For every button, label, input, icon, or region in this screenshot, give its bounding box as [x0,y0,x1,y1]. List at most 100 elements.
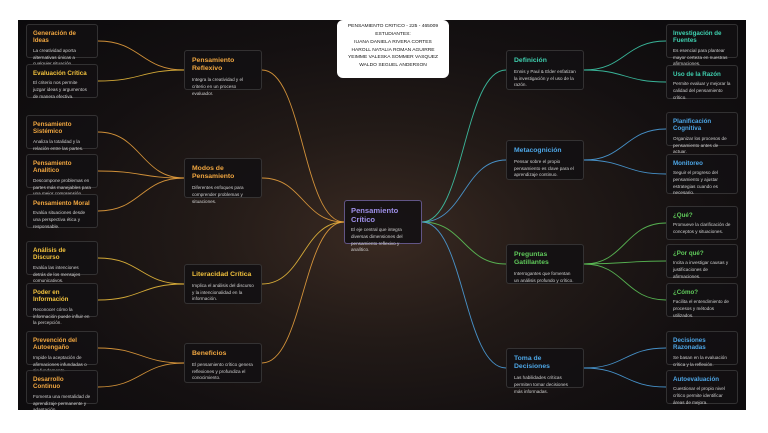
leaf-node-poder-en-informacion[interactable]: Poder en Información Reconocer cómo la i… [26,283,98,325]
node-title: Evaluación Crítica [33,70,87,77]
leaf-node-pensamiento-sistemico[interactable]: Pensamiento Sistémico Analiza la totalid… [26,115,98,151]
node-title: ¿Por qué? [673,250,704,257]
leaf-node-por-que[interactable]: ¿Por qué? Incita a investigar causas y j… [666,244,738,279]
node-title: Preguntas Gatillantes [514,251,549,267]
node-title: Pensamiento Moral [33,200,90,207]
link-center-toma [421,221,507,369]
link-definicion-uso [583,69,667,83]
node-description: Interrogantes que fomentan un análisis p… [514,271,574,283]
node-title: Toma de Decisiones [514,355,550,371]
link-center-preguntas [421,221,507,265]
node-description: Fomenta una mentalidad de aprendizaje pe… [33,393,91,410]
student-name: HAROLL NATALIA ROMAN AGUIRRE [351,47,435,53]
node-description: Organizar los procesos de pensamiento an… [673,135,727,155]
node-description: El pensamiento crítico genera reflexione… [192,362,253,381]
student-name: WALDO SEGUEL ANDERSON [359,63,427,69]
link-literacidad-analisis [97,257,185,285]
link-center-metacognicion [421,159,507,223]
branch-node-definicion[interactable]: Definición Ennis y Paul & Elder enfatiza… [506,50,584,90]
mind-map-canvas: PENSAMIENTO CRITICO - 225 - 465009 ESTUD… [18,20,746,410]
node-title: ¿Cómo? [673,289,699,296]
link-modos-moral [97,177,185,212]
leaf-node-autoevaluacion[interactable]: Autoevaluación Cuestionar el propio nive… [666,370,738,405]
leaf-node-generacion-de-ideas[interactable]: Generación de Ideas La creatividad aport… [26,24,98,66]
node-description: Es esencial para plantear mayor certeza … [673,47,728,67]
node-description: Evalúa situaciones desde una perspectiva… [33,210,86,229]
leaf-node-que[interactable]: ¿Qué? Promueve la clarificación de conce… [666,206,738,240]
branch-node-metacognicion[interactable]: Metacognición Pensar sobre el propio pen… [506,140,584,180]
node-description: Implica el análisis del discurso y la in… [192,283,254,302]
branch-node-preguntas-gatillantes[interactable]: Preguntas Gatillantes Interrogantes que … [506,244,584,284]
node-title: Decisiones Razonadas [673,337,706,352]
node-title: Planificación Cognitiva [673,118,712,133]
node-description: Incita a investigar causas y justificaci… [673,260,729,279]
node-description: Pensar sobre el propio pensamiento es cl… [514,159,574,178]
node-description: Ennis y Paul & Elder enfatizan la invest… [514,69,576,88]
link-preguntas-como [583,263,667,301]
node-title: Beneficios [192,350,227,357]
students-label: ESTUDIANTES: [375,31,411,37]
leaf-node-analisis-de-discurso[interactable]: Análisis de Discurso Evalúa las intencio… [26,241,98,283]
branch-node-modos-de-pensamiento[interactable]: Modos de Pensamiento Diferentes enfoques… [184,158,262,204]
node-title: Literacidad Crítica [192,271,252,278]
node-title: Análisis de Discurso [33,247,66,262]
node-title: Monitoreo [673,160,703,167]
node-title: Pensamiento Analítico [33,160,72,175]
leaf-node-decisiones-razonadas[interactable]: Decisiones Razonadas Se basan en la eval… [666,331,738,367]
link-beneficios-desarrollo [97,362,185,388]
branch-node-literacidad-critica[interactable]: Literacidad Crítica Implica el análisis … [184,264,262,304]
leaf-node-uso-de-la-razon[interactable]: Uso de la Razón Permite evaluar y mejora… [666,65,738,100]
node-description: Evalúa las intenciones detrás de los men… [33,264,81,284]
link-center-modos [261,177,345,223]
node-title: Modos de Pensamiento [192,165,235,181]
node-title: ¿Qué? [673,212,693,219]
node-description: Permite evaluar y mejorar la calidad del… [673,81,731,100]
link-reflexivo-generacion [97,40,185,71]
course-header: PENSAMIENTO CRITICO - 225 - 465009 ESTUD… [337,20,449,78]
leaf-node-pensamiento-analitico[interactable]: Pensamiento Analítico Descompone problem… [26,154,98,196]
center-node-pensamiento-critico[interactable]: Pensamiento Crítico El eje central que i… [344,200,422,252]
node-title: Metacognición [514,147,562,154]
link-metacognicion-planificacion [583,128,667,161]
node-description: Cuestionar el propio nivel crítico permi… [673,386,725,405]
node-title: Autoevaluación [673,376,720,383]
link-center-literacidad [261,221,345,285]
node-description: Reconocer cómo la información puede infl… [33,306,90,326]
node-description: Seguir el progreso del pensamiento y aju… [673,170,718,196]
link-beneficios-prevencion [97,347,185,364]
branch-node-pensamiento-reflexivo[interactable]: Pensamiento Reflexivo Integra la creativ… [184,50,262,96]
node-title: Pensamiento Reflexivo [192,57,235,73]
node-description: El eje central que integra diversas dime… [351,227,403,253]
node-description: El criterio nos permite juzgar ideas y a… [33,80,87,99]
link-modos-analitico [97,170,185,179]
link-modos-sistemico [97,131,185,179]
node-description: Promueve la clarificación de conceptos y… [673,222,731,235]
node-description: Facilita el entendimiento de procesos y … [673,299,729,318]
student-name: YEIMME VALESKA SOMMER VASQUEZ [347,55,439,61]
node-title: Poder en Información [33,289,69,304]
leaf-node-prevencion-del-autoengano[interactable]: Prevención del Autoengaño Impide la acep… [26,331,98,373]
leaf-node-investigacion-de-fuentes[interactable]: Investigación de Fuentes Es esencial par… [666,24,738,66]
node-description: La creatividad aporta alternativas única… [33,47,76,66]
course-title: PENSAMIENTO CRITICO - 225 - 465009 [347,24,439,29]
leaf-node-monitoreo[interactable]: Monitoreo Seguir el progreso del pensami… [666,154,738,196]
link-metacognicion-monitoreo [583,159,667,175]
leaf-node-pensamiento-moral[interactable]: Pensamiento Moral Evalúa situaciones des… [26,194,98,229]
student-name: IUANA DANIELA RIVERA CORTES [354,39,432,45]
node-title: Desarrollo Continuo [33,376,64,391]
link-toma-decisiones [583,347,667,369]
node-description: Diferentes enfoques para comprender prob… [192,185,244,204]
branch-node-toma-de-decisiones[interactable]: Toma de Decisiones Las habilidades críti… [506,348,584,394]
node-title: Definición [514,57,547,64]
link-definicion-investigacion [583,40,667,71]
node-title: Investigación de Fuentes [673,30,722,45]
leaf-node-planificacion-cognitiva[interactable]: Planificación Cognitiva Organizar los pr… [666,112,738,154]
branch-node-beneficios[interactable]: Beneficios El pensamiento crítico genera… [184,343,262,383]
node-description: Se basan en la evaluación crítica y la r… [673,354,727,367]
node-title: Prevención del Autoengaño [33,337,78,352]
node-title: Pensamiento Sistémico [33,121,72,136]
leaf-node-como[interactable]: ¿Cómo? Facilita el entendimiento de proc… [666,283,738,318]
connector-lines [97,40,667,388]
leaf-node-desarrollo-continuo[interactable]: Desarrollo Continuo Fomenta una mentalid… [26,370,98,410]
leaf-node-evaluacion-critica[interactable]: Evaluación Crítica El criterio nos permi… [26,64,98,99]
